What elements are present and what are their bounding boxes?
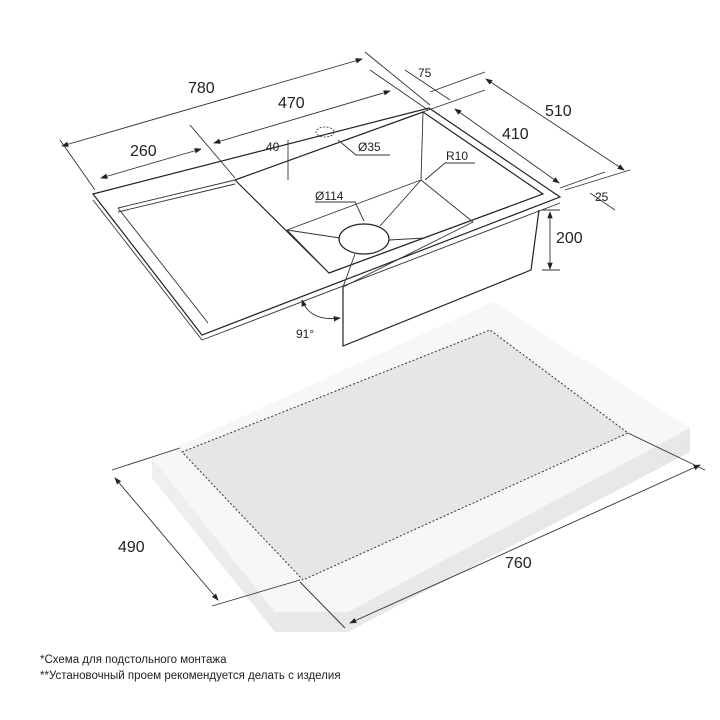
- dim-200: 200: [556, 230, 583, 247]
- dim-40: 40: [266, 140, 280, 154]
- dim-radius: R10: [446, 149, 468, 163]
- dim-25: 25: [595, 190, 609, 204]
- dim-780: 780: [188, 80, 215, 97]
- dim-tap-hole: Ø35: [358, 140, 381, 154]
- dim-490: 490: [118, 539, 145, 556]
- dim-75: 75: [418, 66, 432, 80]
- dim-260: 260: [130, 143, 157, 160]
- dim-760: 760: [505, 555, 532, 572]
- dim-470: 470: [278, 95, 305, 112]
- dim-drain: Ø114: [315, 189, 344, 203]
- note-mounting: *Схема для подстольного монтажа: [40, 654, 227, 666]
- dimension-lines: [59, 51, 706, 629]
- dim-510: 510: [545, 103, 572, 120]
- countertop-cutout: [152, 302, 690, 632]
- tap-hole-icon: [315, 126, 335, 138]
- note-cutout: **Установочный проем рекомендуется делат…: [40, 670, 341, 682]
- dim-angle: 91°: [296, 327, 314, 341]
- dim-410: 410: [502, 126, 529, 143]
